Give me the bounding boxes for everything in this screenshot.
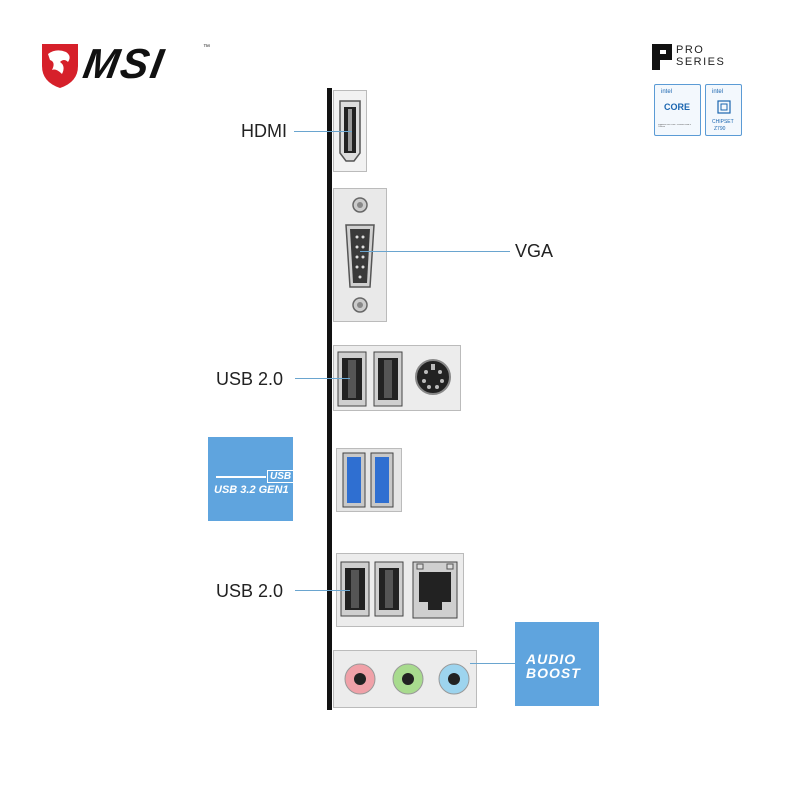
series-line1: PRO <box>676 44 705 56</box>
audio-boost-line2: BOOST <box>526 665 581 681</box>
intel-chipset-brand: intel <box>712 89 724 95</box>
usb2-lan-module <box>336 553 464 627</box>
msi-logo <box>40 40 210 92</box>
intel-core-name: CORE <box>664 102 691 112</box>
audio-module <box>333 650 477 708</box>
vga-label: VGA <box>515 241 554 261</box>
series-line2: SERIES <box>676 56 726 68</box>
ps2-port-icon <box>415 359 451 395</box>
usb2-top-leader-line <box>295 378 350 379</box>
lan-port-icon <box>412 561 458 619</box>
pro-series-icon <box>652 44 672 70</box>
intel-core-caption: Supports Intel Core / Pentium Gold & Cel… <box>658 124 691 128</box>
usb2-ps2-module <box>333 345 461 411</box>
usb3-port <box>336 448 402 512</box>
usb-badge-line <box>216 476 266 478</box>
hdmi-connector-icon <box>339 100 361 162</box>
audio-boost-line1: AUDIO <box>526 651 577 667</box>
usb2-bottom-leader-line <box>295 590 350 591</box>
intel-core-brand: intel <box>661 89 673 95</box>
usb2-top-label: USB 2.0 <box>216 369 284 389</box>
usb2-ports-icon <box>337 351 403 407</box>
intel-chipset-badge: intel CHIPSET Z790 <box>705 84 742 136</box>
usb-badge-logo: USB <box>267 470 295 483</box>
intel-chipset-name: CHIPSET <box>712 119 734 125</box>
hdmi-leader-line <box>294 131 352 132</box>
msi-dragon-shield-icon <box>42 44 78 88</box>
chip-icon <box>717 100 731 114</box>
vga-leader-line <box>360 251 510 252</box>
usb-badge-text: USB 3.2 GEN1 <box>214 484 289 496</box>
vga-connector-icon <box>345 197 375 313</box>
io-shield-frame <box>327 88 332 710</box>
brand-name: MSI <box>79 40 169 87</box>
series-badge: PRO SERIES <box>676 44 725 68</box>
usb3-connector-icon <box>342 452 394 508</box>
vga-port <box>333 188 387 322</box>
usb2-ports-bottom-icon <box>340 561 404 617</box>
audio-leader-line <box>470 663 515 664</box>
audio-jacks-icon <box>344 663 470 695</box>
audio-boost-badge: AUDIO BOOST <box>515 622 599 706</box>
hdmi-label: HDMI <box>241 121 287 141</box>
usb-badge: USB USB 3.2 GEN1 <box>208 437 295 521</box>
intel-chipset-model: Z790 <box>714 126 726 132</box>
usb2-bottom-label: USB 2.0 <box>216 581 284 601</box>
trademark-mark: ™ <box>203 44 210 51</box>
intel-core-badge: intel CORE Supports Intel Core / Pentium… <box>654 84 701 136</box>
